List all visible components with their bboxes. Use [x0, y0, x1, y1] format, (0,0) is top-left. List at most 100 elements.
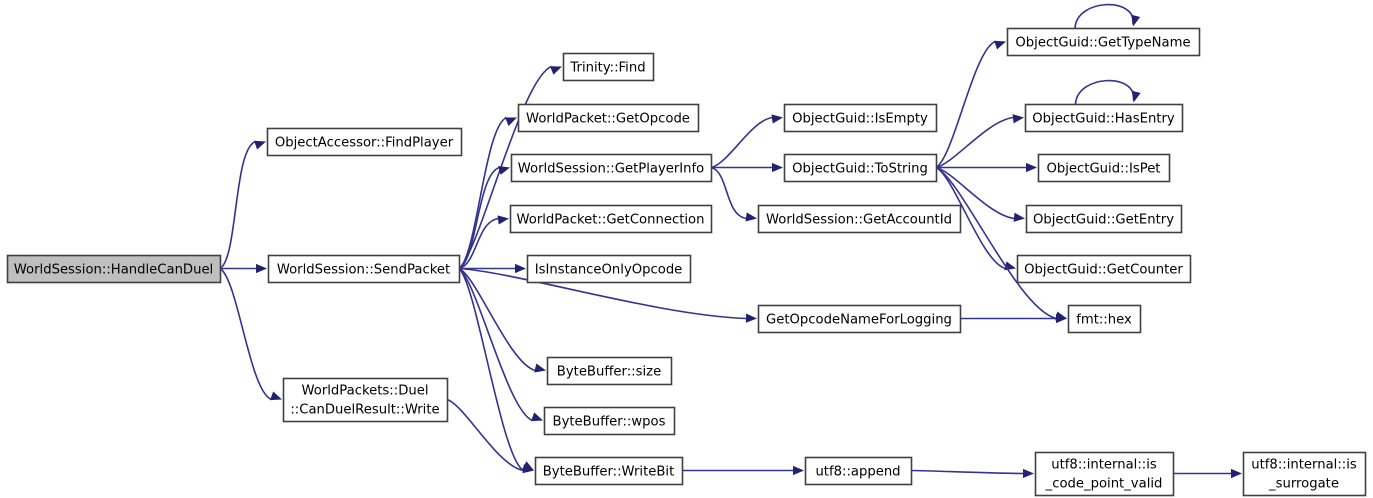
node-box[interactable] [1067, 304, 1142, 334]
node-label: ObjectGuid::GetTypeName [1015, 36, 1190, 51]
node-box[interactable] [1034, 451, 1175, 497]
node-box[interactable] [562, 52, 655, 82]
node-label: ObjectGuid::IsEmpty [792, 112, 928, 127]
graph-node-getaccountid[interactable]: WorldSession::GetAccountId [757, 204, 962, 234]
graph-node-handlecanduel[interactable]: WorldSession::HandleCanDuel [6, 254, 222, 284]
graph-node-trinityfind[interactable]: Trinity::Find [562, 52, 655, 82]
edge-handlecanduel-to-sendpacket [220, 263, 267, 274]
graph-node-tostring[interactable]: ObjectGuid::ToString [783, 153, 938, 183]
graph-node-getplayerinfo[interactable]: WorldSession::GetPlayerInfo [510, 153, 713, 183]
graph-node-ispet[interactable]: ObjectGuid::IsPet [1037, 153, 1171, 183]
node-label: ObjectGuid::HasEntry [1032, 112, 1175, 127]
graph-node-isempty[interactable]: ObjectGuid::IsEmpty [783, 103, 938, 133]
node-box[interactable] [1024, 103, 1184, 133]
node-box[interactable] [757, 204, 962, 234]
edge-arrowhead [254, 140, 266, 150]
graph-node-bbwritebit[interactable]: ByteBuffer::WriteBit [534, 456, 684, 486]
graph-node-hasentry[interactable]: ObjectGuid::HasEntry [1024, 103, 1184, 133]
node-box[interactable] [282, 377, 449, 423]
node-label: Trinity::Find [569, 61, 645, 76]
node-box[interactable] [1037, 153, 1171, 183]
edge-handlecanduel-to-canduelwrite [219, 267, 282, 401]
node-label: WorldSession::GetPlayerInfo [518, 162, 705, 177]
edge-arrowhead [498, 165, 510, 175]
node-label-line2: ::CanDuelResult::Write [290, 403, 439, 418]
edge-arrowhead [522, 464, 534, 474]
graph-node-fmthex[interactable]: fmt::hex [1067, 304, 1142, 334]
graph-node-isinstance[interactable]: IsInstanceOnlyOpcode [526, 254, 692, 284]
node-label: WorldSession::HandleCanDuel [14, 263, 213, 278]
graph-node-bbsize[interactable]: ByteBuffer::size [546, 356, 673, 386]
node-box[interactable] [1025, 204, 1183, 234]
node-box[interactable] [266, 127, 463, 157]
node-box[interactable] [783, 103, 938, 133]
edge-tostring-to-hasentry [935, 114, 1024, 169]
graph-node-bbwpos[interactable]: ByteBuffer::wpos [543, 406, 676, 436]
node-box[interactable] [1016, 254, 1192, 284]
graph-node-findplayer[interactable]: ObjectAccessor::FindPlayer [266, 127, 463, 157]
edge-arrowhead [534, 363, 546, 373]
node-label: ByteBuffer::WriteBit [543, 465, 675, 480]
node-label: ByteBuffer::size [557, 365, 661, 380]
edge-getplayerinfo-to-getaccountid [710, 166, 757, 222]
edge-arrowhead [745, 313, 757, 323]
graph-node-gettypename[interactable]: ObjectGuid::GetTypeName [1006, 27, 1201, 57]
node-box[interactable] [757, 304, 962, 334]
node-box[interactable] [534, 456, 684, 486]
node-box[interactable] [543, 406, 676, 436]
node-label: GetOpcodeNameForLogging [766, 313, 952, 328]
edge-arrowhead [745, 212, 757, 222]
edge-getplayerinfo-to-tostring [711, 162, 783, 173]
edge-iscodepoint-to-issurrogate [1173, 468, 1242, 479]
node-box[interactable] [6, 254, 222, 284]
graph-node-sendpacket[interactable]: WorldSession::SendPacket [267, 254, 461, 284]
node-box[interactable] [510, 153, 713, 183]
edge-getopcodename-to-fmthex [960, 313, 1067, 324]
node-label: ByteBuffer::wpos [553, 415, 666, 430]
node-box[interactable] [546, 356, 673, 386]
edge-arrowhead [270, 391, 282, 401]
edge-arrowhead [1012, 114, 1024, 124]
node-box[interactable] [783, 153, 938, 183]
node-layer: WorldSession::HandleCanDuel ObjectAccesso… [6, 27, 1367, 497]
node-label: ObjectAccessor::FindPlayer [275, 136, 454, 151]
edge-hasentry-to-hasentry [1074, 79, 1141, 105]
node-box[interactable] [804, 456, 913, 486]
node-label: IsInstanceOnlyOpcode [535, 263, 683, 278]
node-label: ObjectGuid::GetEntry [1033, 213, 1174, 228]
node-label-line1: WorldPackets::Duel [302, 384, 429, 399]
node-label-line1: utf8::internal::is [1051, 458, 1157, 473]
node-label: WorldPacket::GetConnection [517, 213, 705, 228]
edge-arrowhead [256, 263, 267, 274]
node-box[interactable] [509, 204, 713, 234]
node-label: WorldSession::GetAccountId [766, 213, 952, 228]
graph-node-canduelwrite[interactable]: WorldPackets::Duel::CanDuelResult::Write [282, 377, 449, 423]
edge-utf8append-to-iscodepoint [910, 468, 1034, 479]
node-box[interactable] [517, 103, 700, 133]
node-label-line2: _surrogate [1268, 477, 1339, 492]
graph-node-utf8append[interactable]: utf8::append [804, 456, 913, 486]
graph-node-getentry[interactable]: ObjectGuid::GetEntry [1025, 204, 1183, 234]
edge-tostring-to-gettypename [935, 40, 1006, 169]
node-box[interactable] [526, 254, 692, 284]
node-label-line1: utf8::internal::is [1251, 458, 1357, 473]
node-box[interactable] [267, 254, 461, 284]
node-box[interactable] [1006, 27, 1201, 57]
edge-sendpacket-to-getopcodename [458, 267, 757, 323]
edge-arrowhead [771, 114, 783, 124]
edge-sendpacket-to-bbwritebit [458, 267, 534, 472]
graph-node-issurrogate[interactable]: utf8::internal::is_surrogate [1242, 451, 1367, 497]
node-box[interactable] [1242, 451, 1367, 497]
graph-node-getopcode[interactable]: WorldPacket::GetOpcode [517, 103, 700, 133]
edge-arrowhead [505, 117, 517, 126]
edge-tostring-to-fmthex [935, 166, 1067, 321]
node-label: fmt::hex [1076, 313, 1132, 328]
graph-node-getconnection[interactable]: WorldPacket::GetConnection [509, 204, 713, 234]
edge-handlecanduel-to-findplayer [219, 140, 266, 270]
edge-arrowhead [1131, 90, 1141, 103]
graph-node-getopcodename[interactable]: GetOpcodeNameForLogging [757, 304, 962, 334]
edge-arrowhead [1056, 313, 1067, 324]
graph-node-iscodepoint[interactable]: utf8::internal::is_code_point_valid [1034, 451, 1175, 497]
graph-node-getcounter[interactable]: ObjectGuid::GetCounter [1016, 254, 1192, 284]
